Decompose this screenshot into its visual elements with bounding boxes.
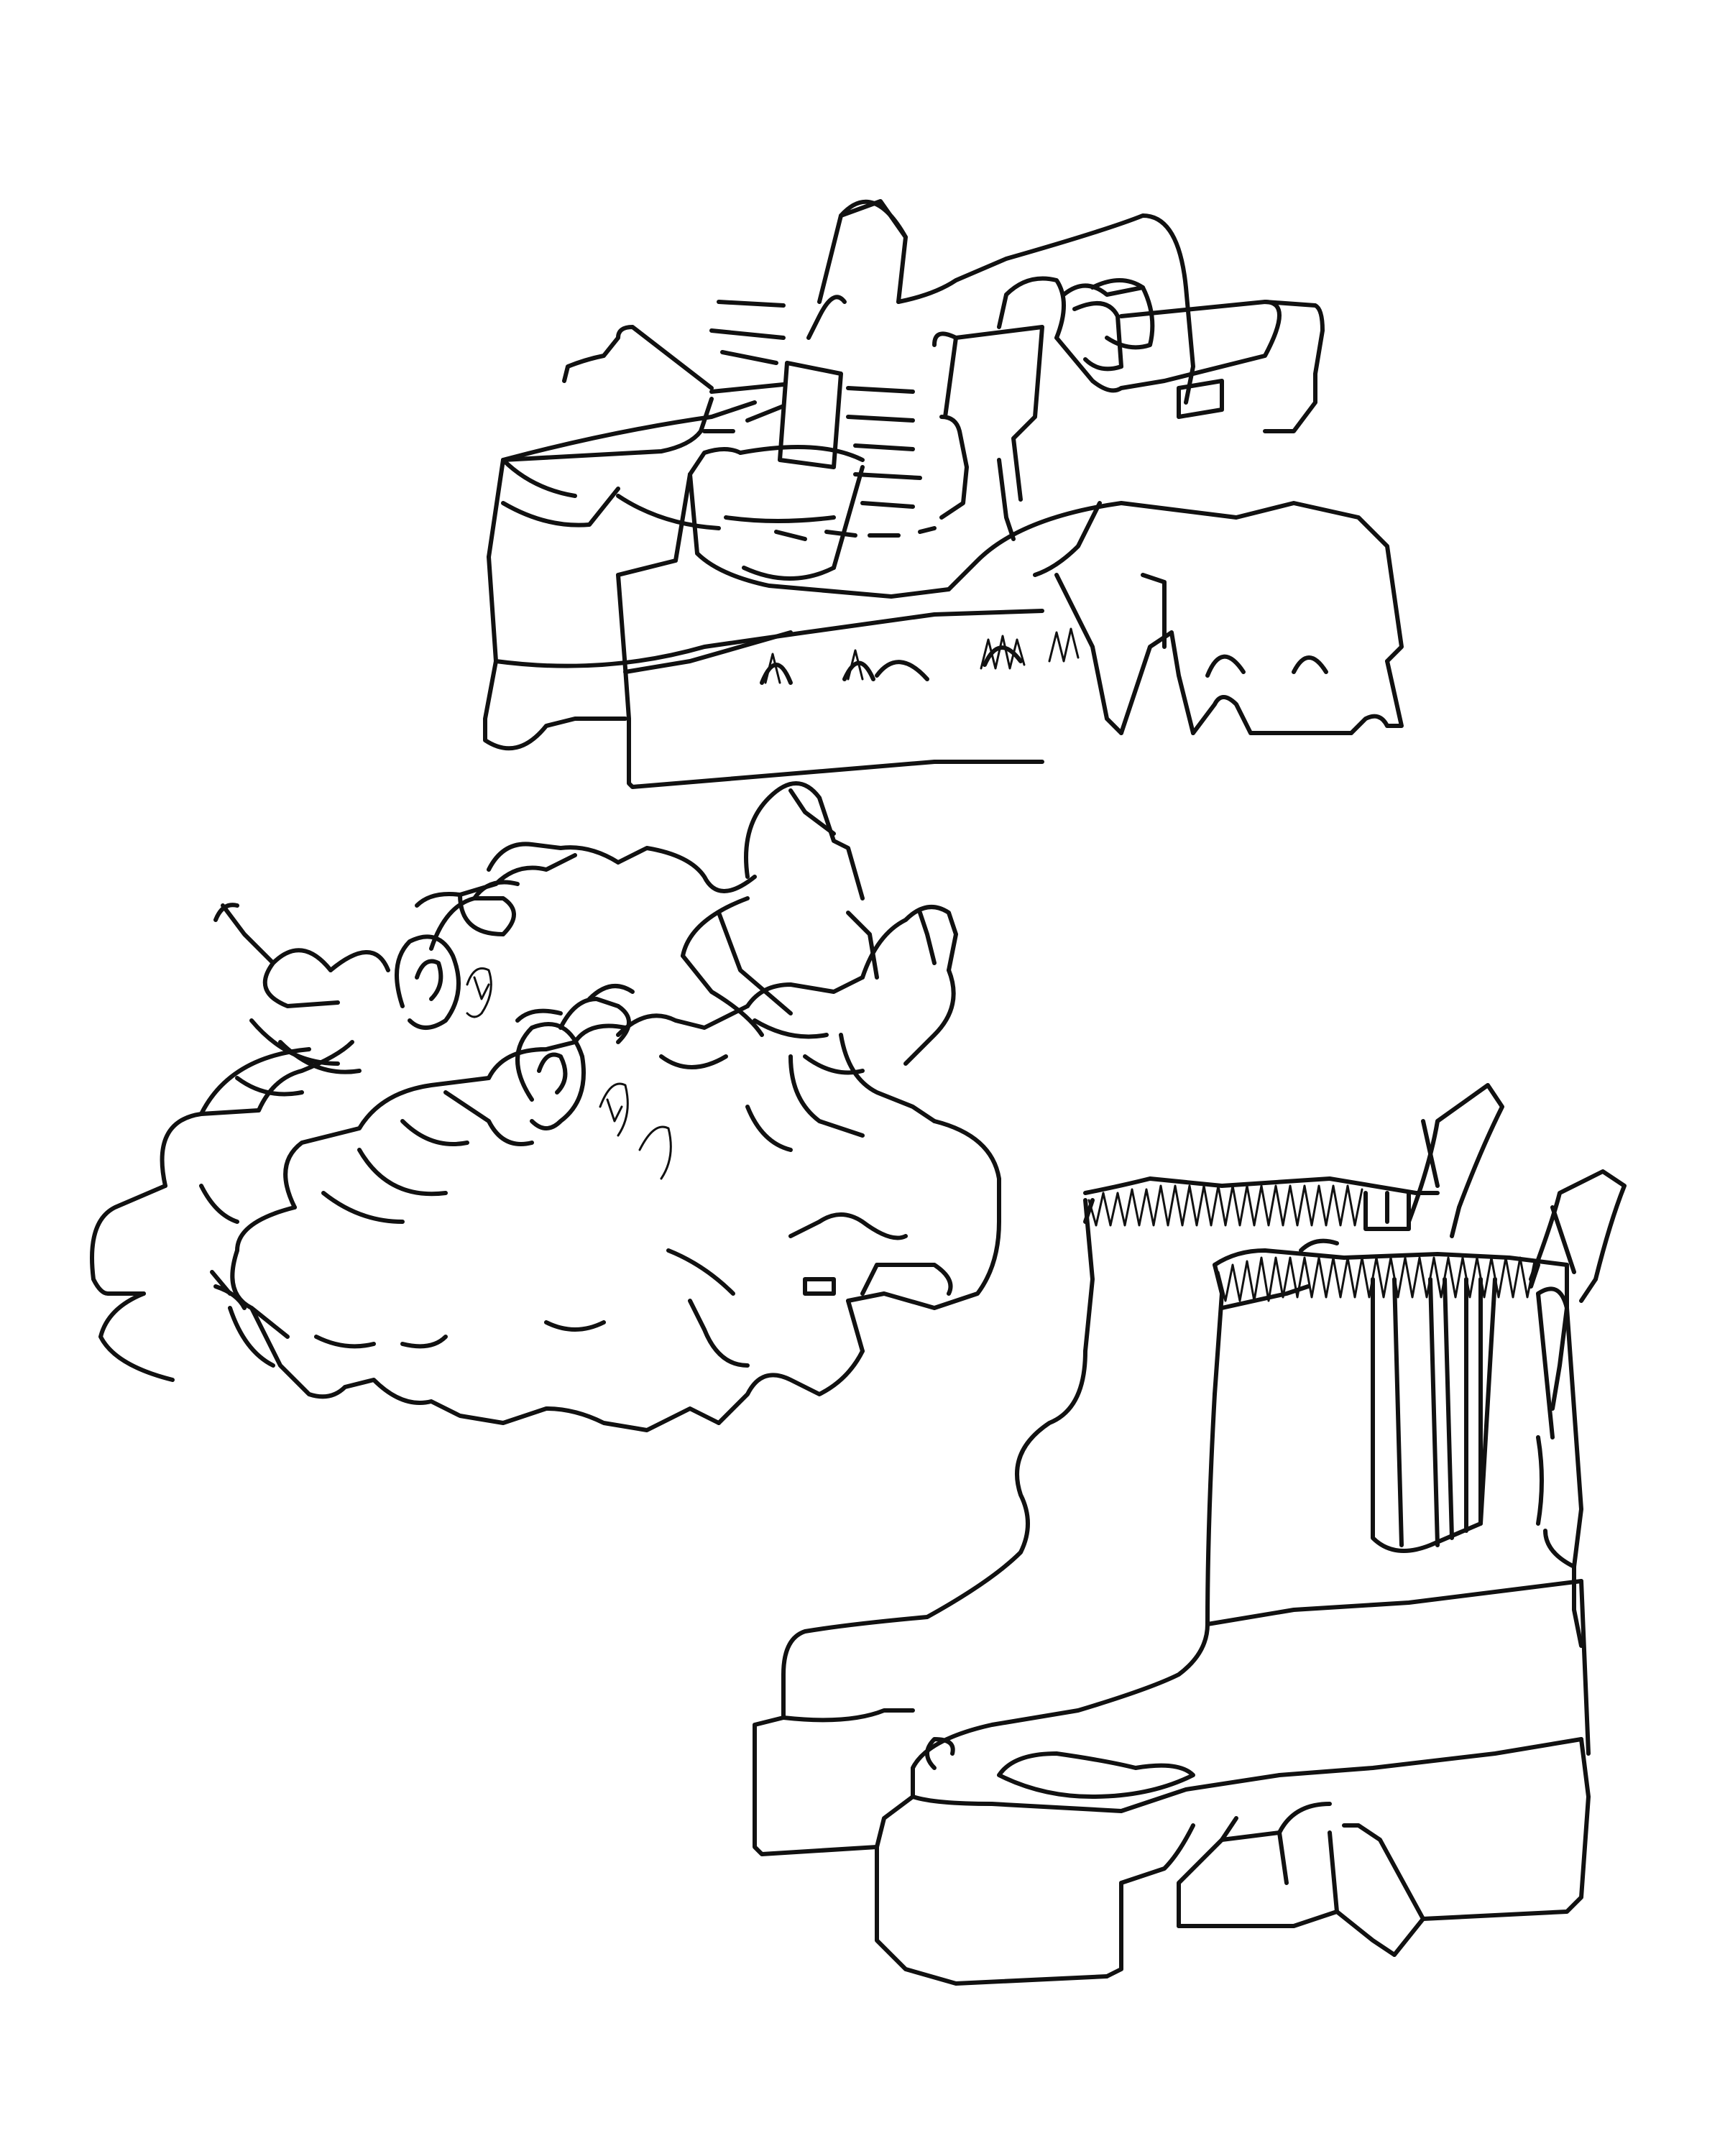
loafer-back	[487, 199, 1195, 668]
boot-platforms	[753, 1579, 1591, 1986]
sneaker-soles	[90, 1119, 1001, 1432]
boot-back	[781, 1083, 1504, 1720]
sneaker-back	[160, 781, 879, 1188]
platform-chelsea-boots-pair	[753, 1083, 1627, 1986]
loafer-tread	[760, 645, 1328, 685]
boot-front-collar-shading	[1217, 1256, 1536, 1302]
boot-front	[911, 1169, 1627, 1799]
sneaker-laces	[395, 880, 635, 1130]
loafer-soles	[483, 501, 1404, 789]
boot-back-collar-shading	[1087, 1184, 1363, 1227]
sneaker-lace-shading	[466, 967, 672, 1180]
loafer-tread-shading	[764, 627, 1080, 684]
loafer-front	[616, 276, 1325, 671]
sneaker-front	[283, 905, 958, 1224]
platform-loafers-pair	[483, 199, 1404, 789]
chunky-sneakers-pair	[90, 781, 1001, 1432]
